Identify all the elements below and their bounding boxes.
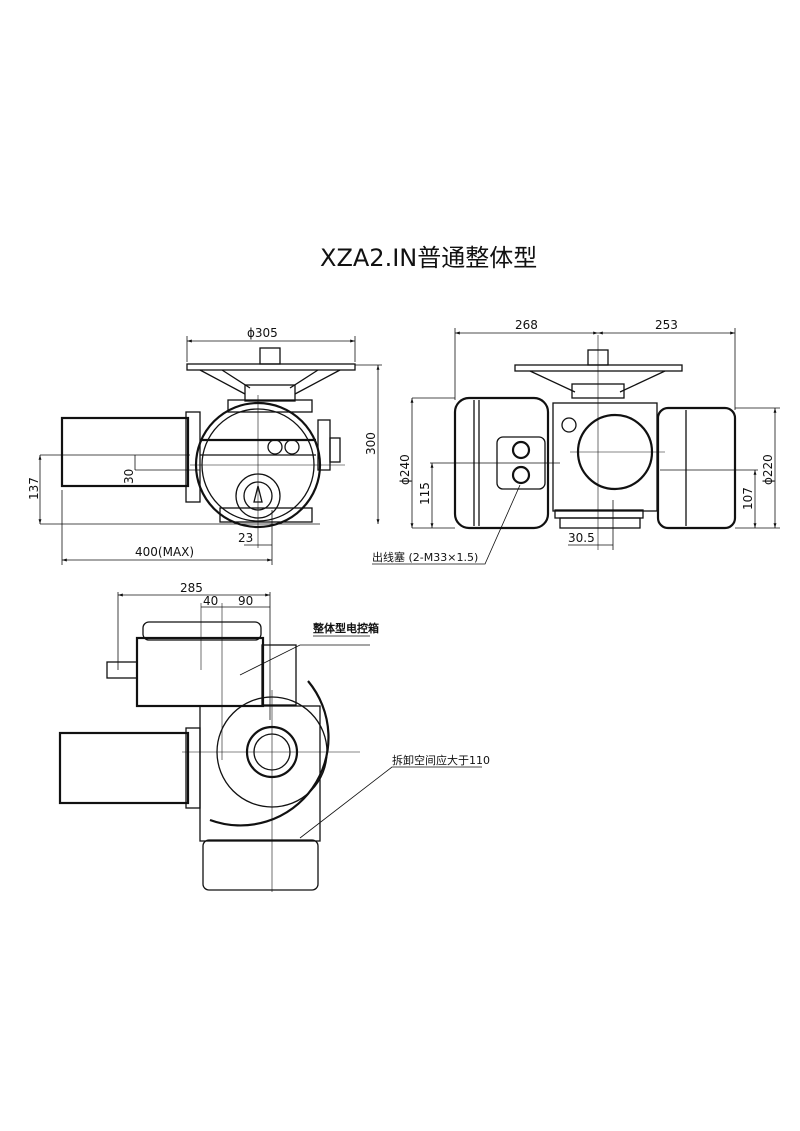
dim-right-dia: ϕ220	[761, 454, 775, 485]
motor	[58, 731, 190, 805]
dim-left: 268	[515, 318, 538, 332]
clearance-arc	[209, 680, 330, 827]
handwheel	[514, 364, 683, 372]
dim-length: 400(MAX)	[135, 545, 194, 559]
dim-height: 300	[364, 432, 378, 455]
motor	[60, 416, 190, 488]
dim-left-axis: 115	[418, 482, 432, 505]
top-view: 285 40 90 整体型电控箱 拆卸空间应大于110	[58, 581, 490, 892]
cable-gland-label: 出线塞 (2-M33×1.5)	[372, 550, 478, 564]
dim-offset: 30	[122, 469, 136, 484]
dim-a: 40	[203, 594, 218, 608]
dim-motor-axis: 137	[27, 477, 41, 500]
center-housing	[552, 402, 658, 512]
dim-center: 23	[238, 531, 253, 545]
clearance-label: 拆卸空间应大于110	[392, 753, 490, 767]
dim-right-axis: 107	[741, 487, 755, 510]
dim-left-dia: ϕ240	[398, 454, 412, 485]
dim-total: 285	[180, 581, 203, 595]
control-box	[135, 636, 265, 708]
dim-right: 253	[655, 318, 678, 332]
front-view: ϕ305 137 30 300 23 400(MAX)	[27, 326, 382, 565]
side-view: 268 253 ϕ240 115 ϕ220 107 30.5 出线塞 (2-M3…	[372, 318, 780, 565]
control-box-label: 整体型电控箱	[312, 621, 379, 635]
dim-center: 30.5	[568, 531, 595, 545]
drawing-title: XZA2.IN普通整体型	[320, 244, 537, 272]
handwheel	[186, 363, 356, 371]
dim-handwheel: ϕ305	[247, 326, 278, 340]
dim-b: 90	[238, 594, 253, 608]
shaft	[259, 347, 281, 365]
right-cover	[656, 406, 737, 530]
